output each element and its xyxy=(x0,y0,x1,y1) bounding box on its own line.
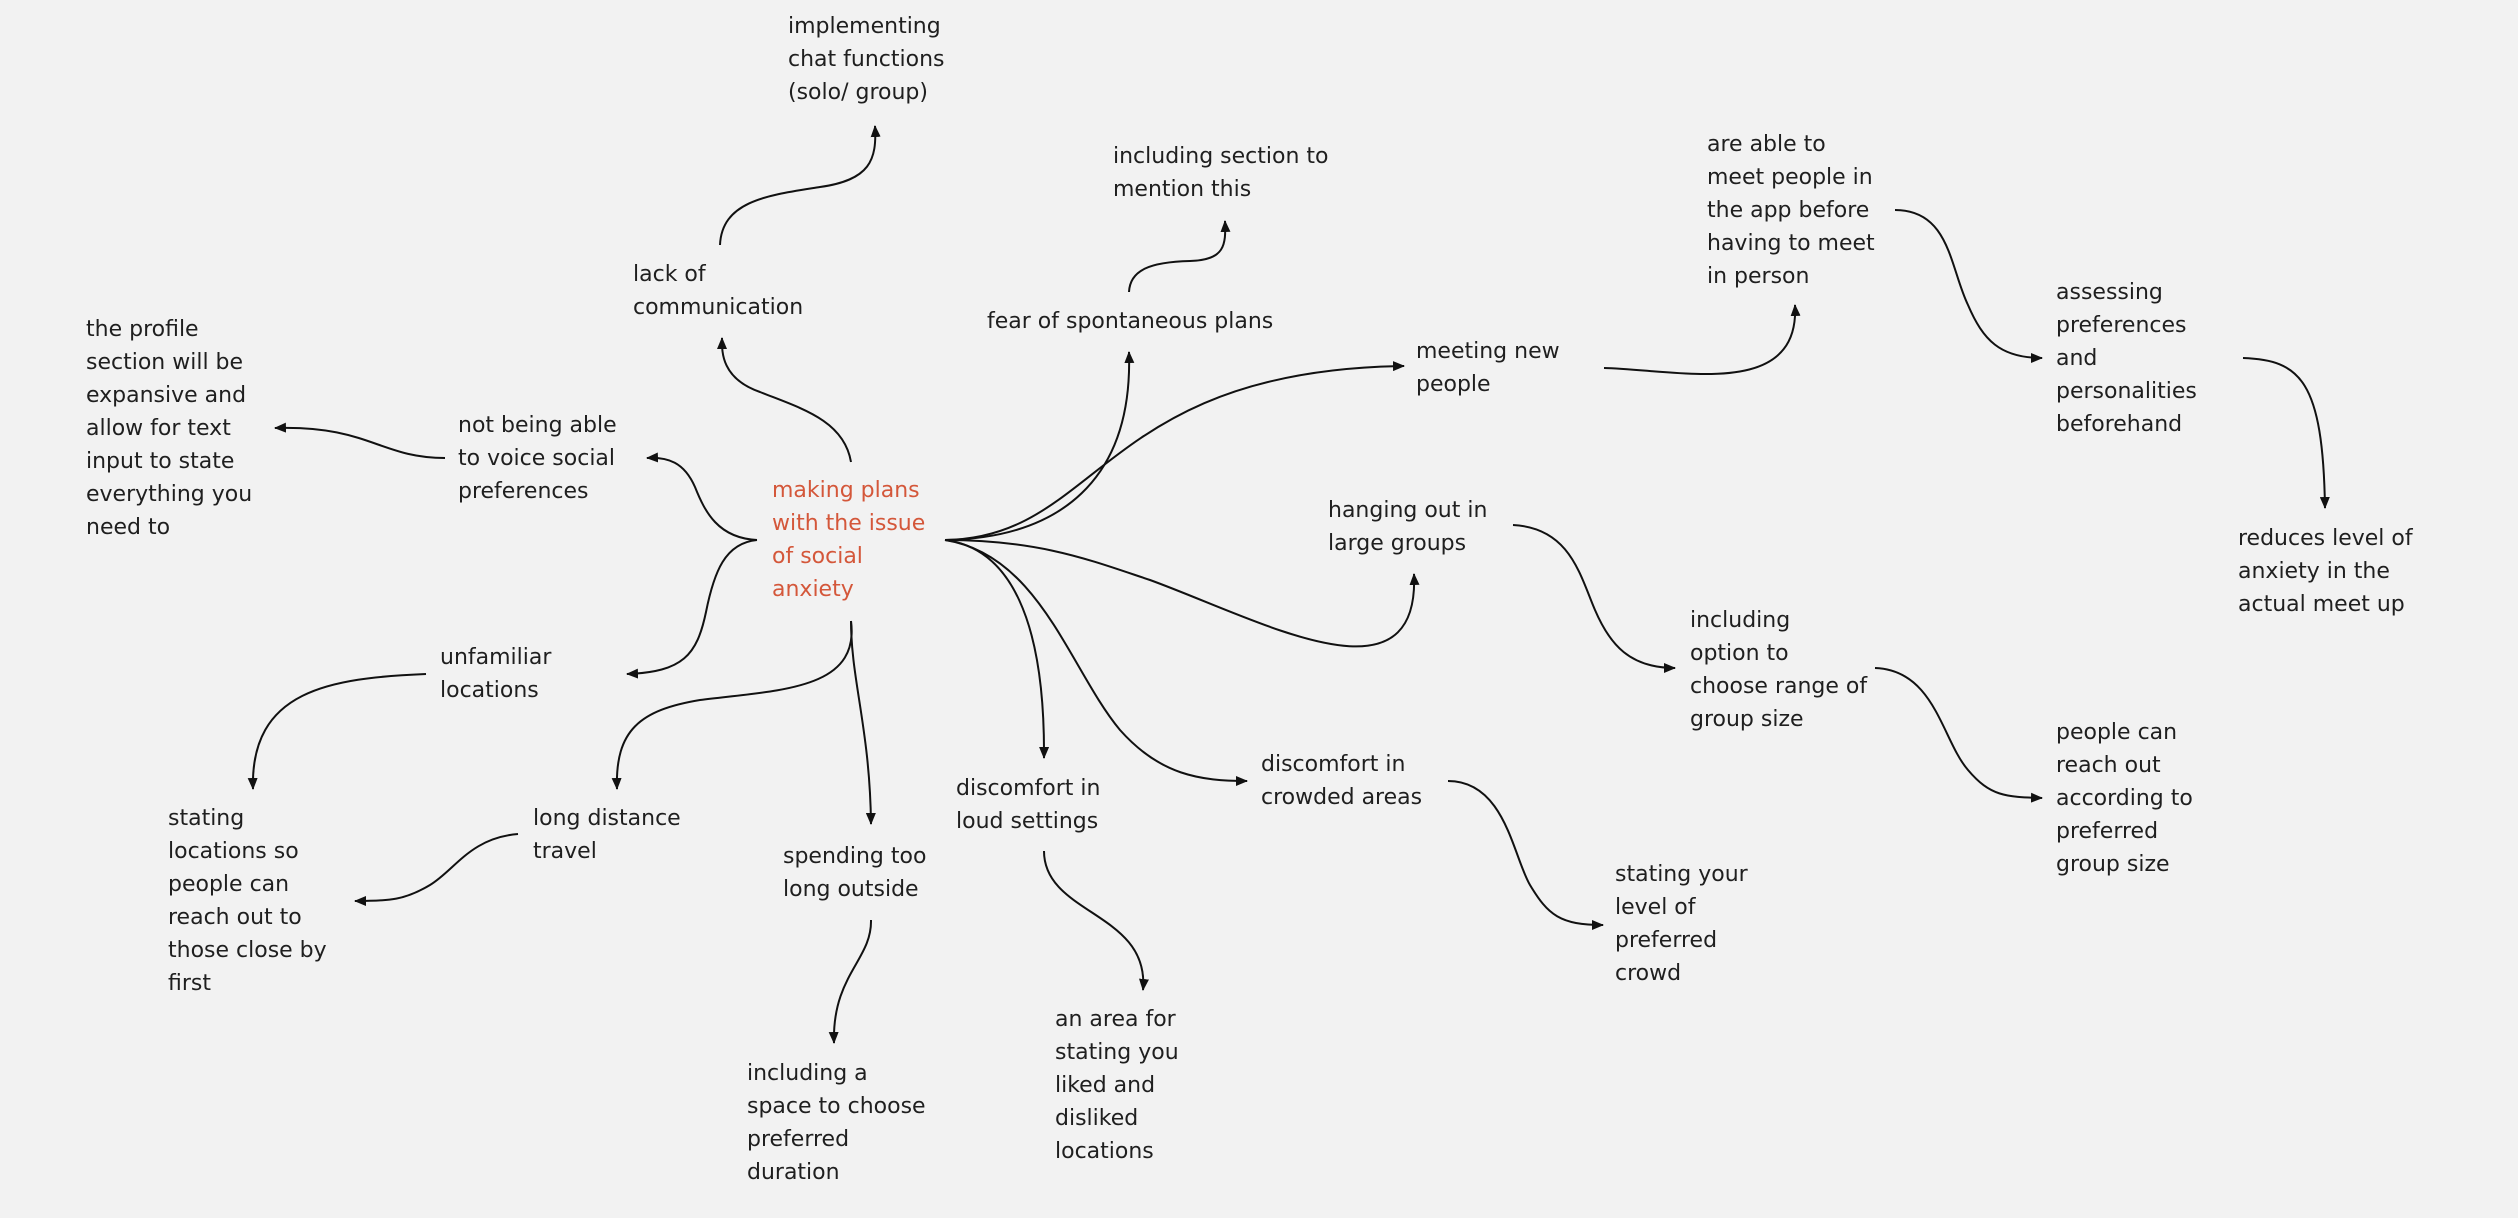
edge-loud-to-area-for-stating xyxy=(1043,850,1149,991)
edge-crowded-to-stating-level xyxy=(1447,780,1604,930)
edge-center-to-meeting-new-people xyxy=(944,361,1405,541)
edge-center-to-not-being-able-to-voice xyxy=(646,452,758,541)
node-hanging-out-in-large-groups: hanging out in large groups xyxy=(1328,498,1488,556)
node-fear-of-spontaneous-plans: fear of spontaneous plans xyxy=(987,309,1274,334)
edge-hanging-to-including-option xyxy=(1512,524,1676,673)
edge-unfamiliar-to-stating-locations xyxy=(247,673,427,790)
node-meeting-new-people: meeting new people xyxy=(1416,339,1560,397)
node-reduces-level-of-anxiety: reduces level of anxiety in the actual m… xyxy=(2238,526,2413,617)
edge-center-to-unfamiliar-locations xyxy=(626,539,758,679)
node-discomfort-in-crowded-areas: discomfort in crowded areas xyxy=(1261,752,1423,810)
central-topic: making plans with the issue of social an… xyxy=(772,478,926,602)
node-people-can-reach-out: people can reach out according to prefer… xyxy=(2056,720,2193,877)
node-including-space-for-duration: including a space to choose preferred du… xyxy=(747,1061,926,1185)
edge-center-to-lack-of-communication xyxy=(716,337,852,463)
edge-long-distance-to-stating-locations xyxy=(354,833,519,906)
node-profile-section-expansive: the profile section will be expansive an… xyxy=(86,317,253,540)
edge-fear-to-including-section xyxy=(1128,220,1231,293)
edge-center-to-hanging-out xyxy=(944,539,1420,648)
edge-center-to-fear-of-spontaneous xyxy=(944,351,1135,541)
edge-spending-to-including-space xyxy=(828,919,873,1044)
node-including-section-to-mention-this: including section to mention this xyxy=(1113,144,1329,202)
edge-assessing-to-reduces xyxy=(2242,357,2330,509)
edge-center-to-long-distance-travel xyxy=(611,620,853,790)
edge-center-to-spending-too-long xyxy=(850,620,876,825)
edge-option-to-people-can xyxy=(1874,667,2043,803)
edge-center-to-discomfort-crowded xyxy=(944,539,1248,786)
edge-are-able-to-assessing xyxy=(1894,209,2043,363)
node-stating-level-of-crowd: stating your level of preferred crowd xyxy=(1615,862,1748,986)
node-area-for-liked-disliked-locations: an area for stating you liked and dislik… xyxy=(1055,1007,1179,1164)
node-unfamiliar-locations: unfamiliar locations xyxy=(440,645,552,703)
edge-not-able-to-profile-section xyxy=(274,422,446,459)
node-long-distance-travel: long distance travel xyxy=(533,806,681,864)
node-stating-locations: stating locations so people can reach ou… xyxy=(168,806,327,996)
node-lack-of-communication: lack of communication xyxy=(633,262,804,320)
node-discomfort-in-loud-settings: discomfort in loud settings xyxy=(956,776,1101,834)
node-implementing-chat-functions: implementing chat functions (solo/ group… xyxy=(788,14,945,105)
node-including-option-group-size: including option to choose range of grou… xyxy=(1690,608,1868,732)
node-are-able-to-meet-people: are able to meet people in the app befor… xyxy=(1707,132,1875,289)
edge-meeting-to-are-able xyxy=(1603,304,1801,376)
node-not-being-able-to-voice: not being able to voice social preferenc… xyxy=(458,413,617,504)
edge-center-to-discomfort-loud xyxy=(944,539,1050,759)
node-spending-too-long-outside: spending too long outside xyxy=(783,844,927,902)
edge-lack-to-chat-functions xyxy=(719,125,881,246)
node-assessing-preferences: assessing preferences and personalities … xyxy=(2056,280,2197,437)
